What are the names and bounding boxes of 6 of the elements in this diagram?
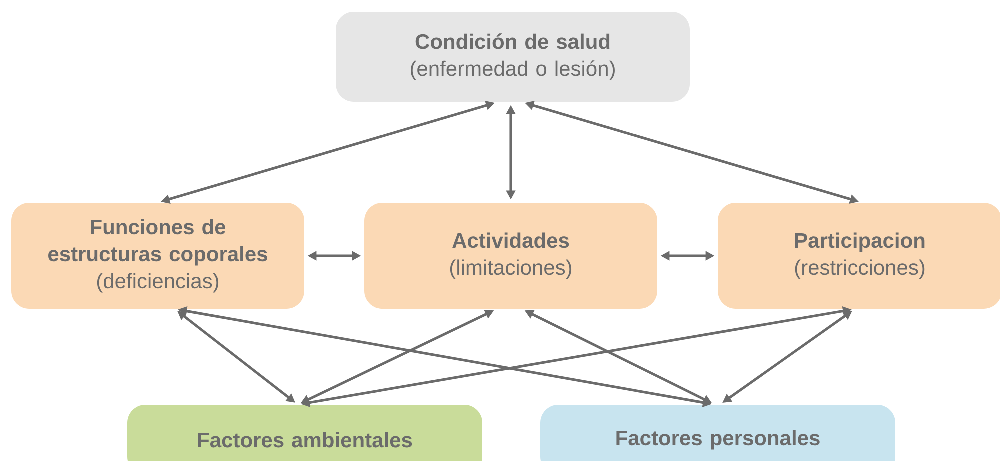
process-box: Actividades (limitaciones): [364, 203, 658, 309]
process-box: Participacion (restricciones): [718, 203, 1000, 309]
process-box: Funciones de estructuras coporales (deficiencias): [12, 203, 304, 309]
process-box: Factores personales: [540, 405, 896, 461]
process-box: Factores ambientales: [128, 405, 482, 461]
process-box: Condición de salud (enfermedad o lesión): [336, 12, 690, 102]
